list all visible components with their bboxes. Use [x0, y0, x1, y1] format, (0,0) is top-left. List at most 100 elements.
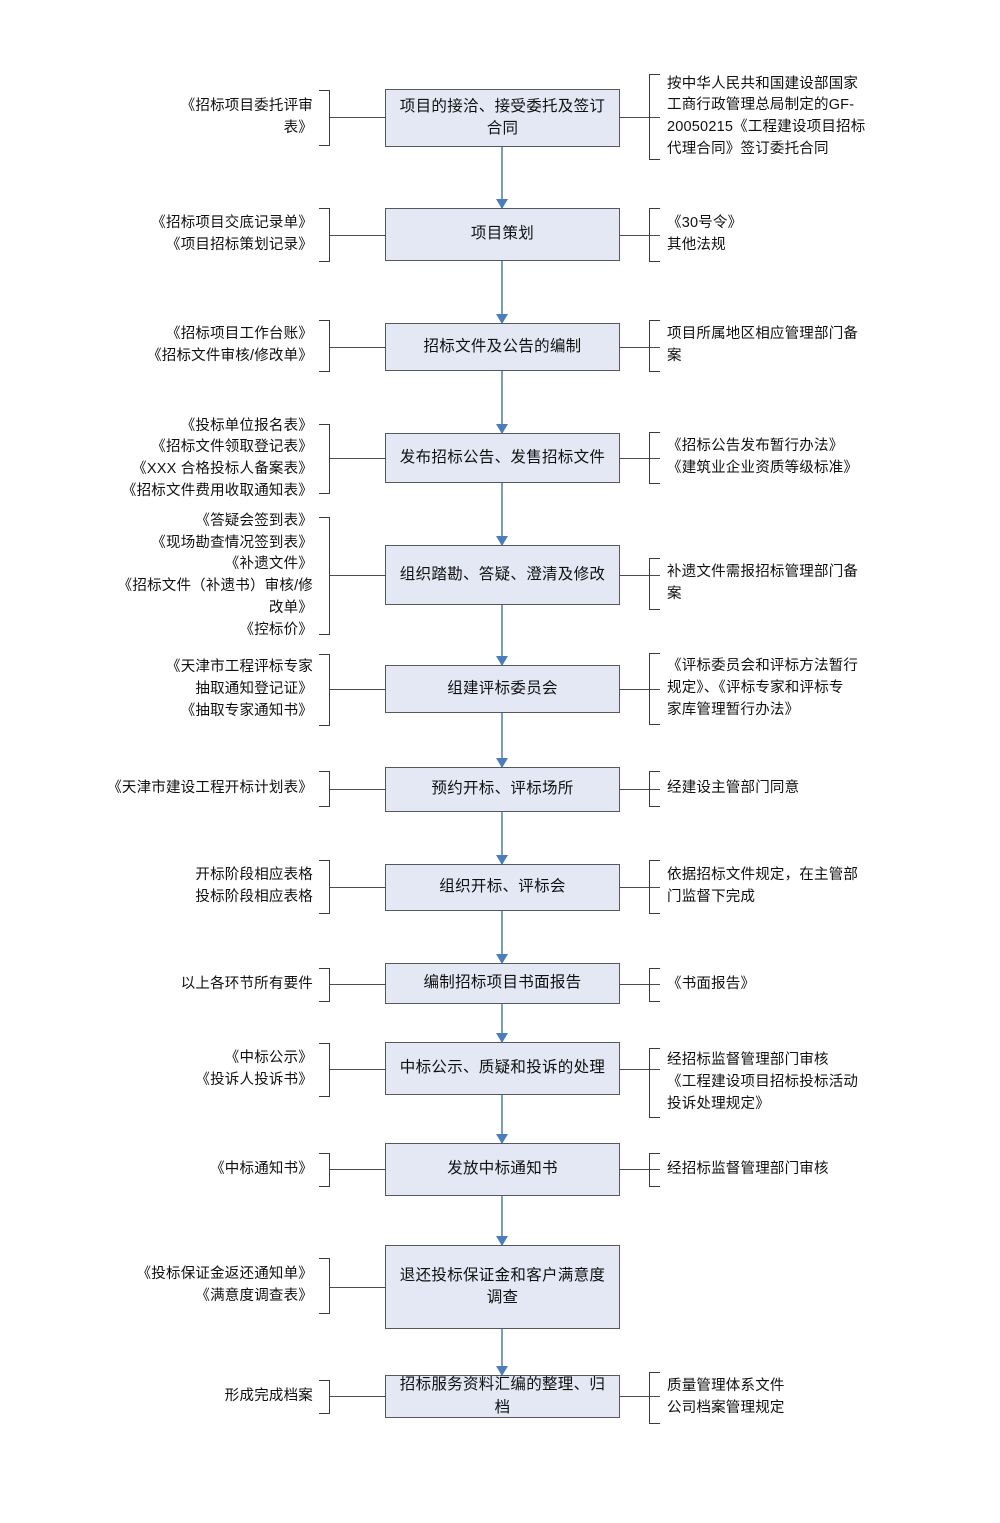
annotation-right-8-text: 依据招标文件规定，在主管部 门监督下完成: [667, 867, 859, 905]
bracket-left-facing: [649, 320, 660, 372]
connector-arrow-9: [501, 1004, 503, 1042]
annotation-right-1: 按中华人民共和国建设部国家 工商行政管理总局制定的GF- 20050215《工程…: [649, 74, 979, 160]
process-node-5[interactable]: 组织踏勘、答疑、澄清及修改: [385, 545, 620, 605]
leader-line-left-6: [330, 689, 386, 691]
connector-arrow-6: [501, 713, 503, 767]
annotation-left-12-text: 《投标保证金返还通知单》 《满意度调查表》: [136, 1266, 313, 1304]
process-node-6-label: 组建评标委员会: [447, 679, 558, 697]
process-node-6[interactable]: 组建评标委员会: [385, 665, 620, 713]
process-node-10[interactable]: 中标公示、质疑和投诉的处理: [385, 1042, 620, 1095]
annotation-left-1: 《招标项目委托评审 表》: [80, 90, 330, 146]
leader-line-right-10: [619, 1069, 660, 1071]
leader-line-right-5: [619, 575, 660, 577]
leader-line-left-9: [330, 984, 386, 986]
leader-line-left-8: [330, 887, 386, 889]
bracket-right-facing: [319, 968, 330, 1002]
annotation-left-10: 《中标公示》 《投诉人投诉书》: [80, 1043, 330, 1097]
annotation-right-10: 经招标监督管理部门审核 《工程建设项目招标投标活动 投诉处理规定》: [649, 1048, 979, 1118]
annotation-right-2-text: 《30号令》 其他法规: [667, 215, 743, 253]
connector-arrow-1: [501, 147, 503, 208]
leader-line-left-2: [330, 235, 386, 237]
process-node-12[interactable]: 退还投标保证金和客户满意度调查: [385, 1245, 620, 1329]
annotation-right-4: 《招标公告发布暂行办法》 《建筑业企业资质等级标准》: [649, 432, 979, 484]
annotation-left-8-text: 开标阶段相应表格 投标阶段相应表格: [195, 867, 313, 905]
leader-line-right-3: [619, 347, 660, 349]
bracket-right-facing: [319, 424, 330, 494]
bracket-right-facing: [319, 90, 330, 146]
annotation-right-13: 质量管理体系文件 公司档案管理规定: [649, 1372, 979, 1424]
bracket-left-facing: [649, 432, 660, 484]
process-node-1[interactable]: 项目的接洽、接受委托及签订合同: [385, 89, 620, 147]
annotation-left-3: 《招标项目工作台账》 《招标文件审核/修改单》: [80, 320, 330, 372]
annotation-right-5-text: 补遗文件需报招标管理部门备 案: [667, 564, 859, 602]
annotation-left-2: 《招标项目交底记录单》 《项目招标策划记录》: [80, 208, 330, 262]
leader-line-left-5: [330, 575, 386, 577]
annotation-right-6: 《评标委员会和评标方法暂行 规定》、《评标专家和评标专 家库管理暂行办法》: [649, 653, 979, 725]
process-node-4[interactable]: 发布招标公告、发售招标文件: [385, 433, 620, 483]
leader-line-left-12: [330, 1287, 386, 1289]
process-node-9-label: 编制招标项目书面报告: [423, 974, 582, 992]
bracket-right-facing: [319, 517, 330, 635]
leader-line-left-3: [330, 347, 386, 349]
annotation-left-11: 《中标通知书》: [80, 1153, 330, 1187]
process-node-2[interactable]: 项目策划: [385, 208, 620, 261]
annotation-right-2: 《30号令》 其他法规: [649, 208, 979, 262]
bracket-left-facing: [649, 771, 660, 807]
process-node-13[interactable]: 招标服务资料汇编的整理、归档: [385, 1375, 620, 1418]
connector-arrow-5: [501, 605, 503, 665]
bracket-left-facing: [649, 558, 660, 610]
bracket-right-facing: [319, 320, 330, 372]
annotation-left-7-text: 《天津市建设工程开标计划表》: [107, 780, 313, 797]
bracket-left-facing: [649, 1048, 660, 1118]
annotation-right-6-text: 《评标委员会和评标方法暂行 规定》、《评标专家和评标专 家库管理暂行办法》: [667, 658, 859, 718]
annotation-left-2-text: 《招标项目交底记录单》 《项目招标策划记录》: [151, 215, 313, 253]
connector-arrow-10: [501, 1095, 503, 1143]
bracket-left-facing: [649, 208, 660, 262]
leader-line-left-4: [330, 458, 386, 460]
process-node-7[interactable]: 预约开标、评标场所: [385, 767, 620, 812]
annotation-left-7: 《天津市建设工程开标计划表》: [80, 771, 330, 807]
process-node-3-label: 招标文件及公告的编制: [423, 337, 582, 355]
annotation-left-1-text: 《招标项目委托评审 表》: [180, 98, 313, 136]
leader-line-right-1: [619, 117, 660, 119]
connector-arrow-7: [501, 812, 503, 864]
leader-line-left-1: [330, 117, 386, 119]
leader-line-right-4: [619, 458, 660, 460]
bracket-right-facing: [319, 1380, 330, 1414]
process-node-11[interactable]: 发放中标通知书: [385, 1143, 620, 1196]
leader-line-right-11: [619, 1169, 660, 1171]
bracket-left-facing: [649, 653, 660, 725]
annotation-right-13-text: 质量管理体系文件 公司档案管理规定: [667, 1378, 785, 1416]
bracket-right-facing: [319, 771, 330, 807]
connector-arrow-2: [501, 261, 503, 323]
connector-arrow-8: [501, 911, 503, 963]
annotation-left-5-text: 《答疑会签到表》 《现场勘查情况签到表》 《补遗文件》 《招标文件（补遗书）审核…: [117, 512, 313, 638]
process-node-10-label: 中标公示、质疑和投诉的处理: [399, 1059, 606, 1077]
process-node-9[interactable]: 编制招标项目书面报告: [385, 963, 620, 1004]
annotation-left-9-text: 以上各环节所有要件: [180, 976, 313, 993]
leader-line-right-6: [619, 689, 660, 691]
process-node-4-label: 发布招标公告、发售招标文件: [399, 448, 606, 466]
annotation-left-12: 《投标保证金返还通知单》 《满意度调查表》: [80, 1258, 330, 1314]
annotation-right-3: 项目所属地区相应管理部门备 案: [649, 320, 979, 372]
annotation-left-10-text: 《中标公示》 《投诉人投诉书》: [195, 1050, 313, 1088]
bracket-right-facing: [319, 654, 330, 726]
process-node-3[interactable]: 招标文件及公告的编制: [385, 323, 620, 371]
bracket-left-facing: [649, 1153, 660, 1187]
process-node-8[interactable]: 组织开标、评标会: [385, 864, 620, 911]
connector-arrow-4: [501, 483, 503, 545]
leader-line-right-13: [619, 1396, 660, 1398]
annotation-right-3-text: 项目所属地区相应管理部门备 案: [667, 326, 859, 364]
annotation-right-11-text: 经招标监督管理部门审核: [667, 1161, 829, 1178]
bracket-left-facing: [649, 1372, 660, 1424]
process-node-1-label: 项目的接洽、接受委托及签订合同: [399, 97, 606, 137]
process-node-5-label: 组织踏勘、答疑、澄清及修改: [399, 565, 606, 583]
bracket-left-facing: [649, 968, 660, 1002]
leader-line-left-7: [330, 789, 386, 791]
annotation-left-6: 《天津市工程评标专家 抽取通知登记证》 《抽取专家通知书》: [80, 654, 330, 726]
bracket-left-facing: [649, 860, 660, 914]
annotation-right-5: 补遗文件需报招标管理部门备 案: [649, 558, 979, 610]
bracket-right-facing: [319, 1153, 330, 1187]
annotation-right-1-text: 按中华人民共和国建设部国家 工商行政管理总局制定的GF- 20050215《工程…: [667, 75, 866, 157]
leader-line-right-8: [619, 887, 660, 889]
